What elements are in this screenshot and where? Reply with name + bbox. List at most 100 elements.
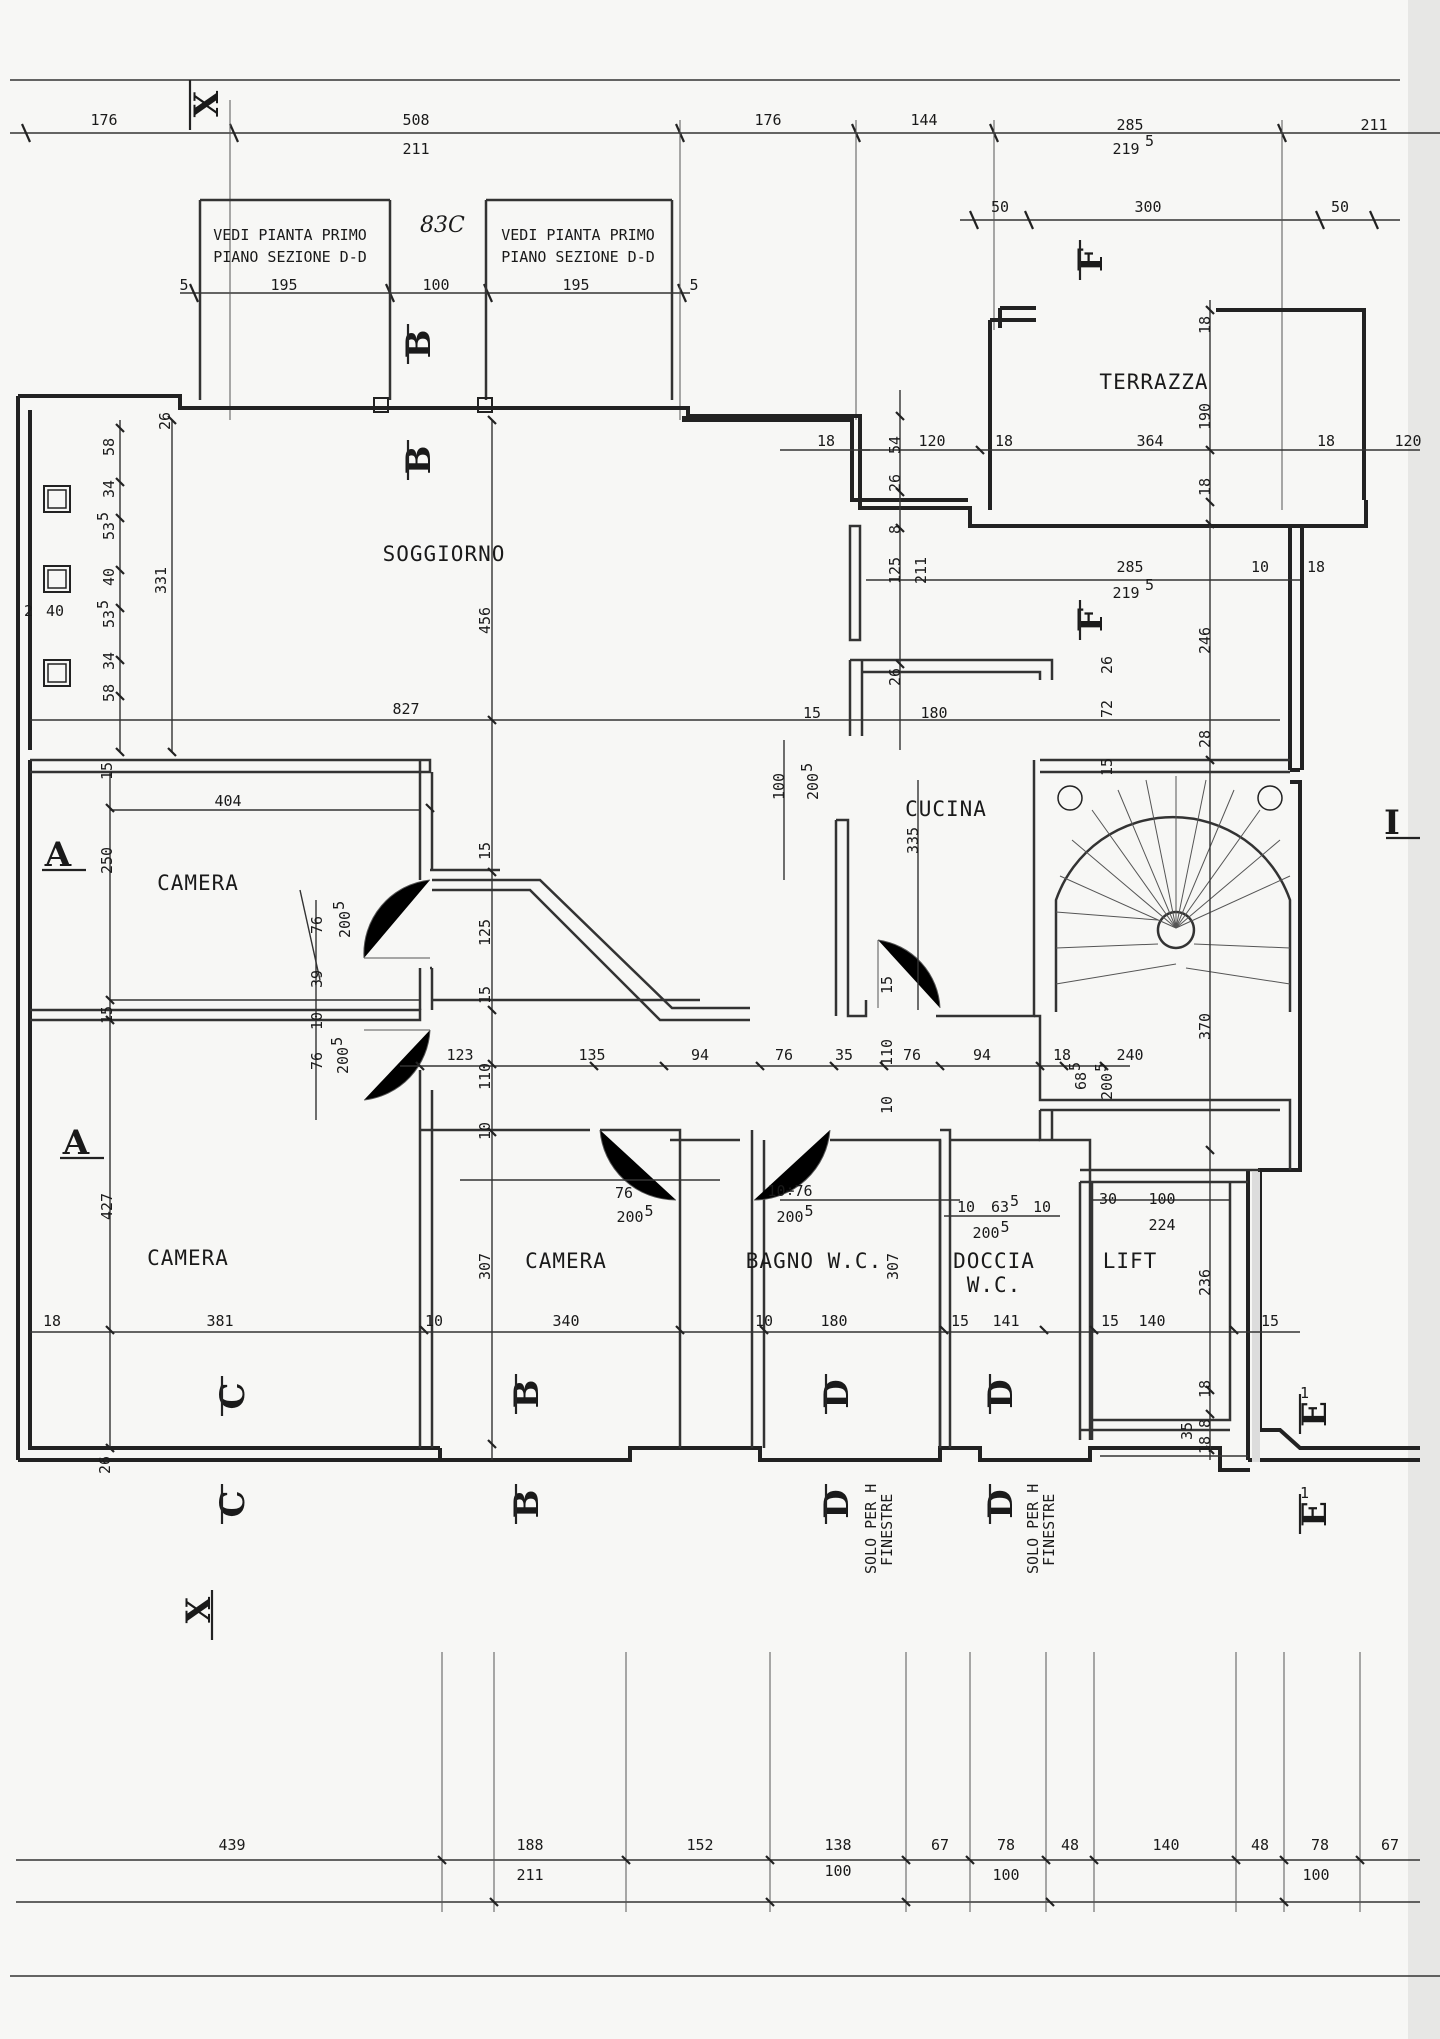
dim: 100 [1148, 1190, 1175, 1208]
dim: 144 [910, 111, 937, 129]
dim: 30 [1099, 1190, 1117, 1208]
dim: 40 [46, 602, 64, 620]
dim: 141 [992, 1312, 1019, 1330]
section-b-1: B [399, 330, 439, 359]
scan-edge [1408, 0, 1440, 2039]
dim: 285 [1116, 558, 1143, 576]
dim: 15 [878, 976, 896, 994]
section-c-1: C [213, 1382, 253, 1409]
dim-sup: 5 [330, 901, 348, 910]
dim: 335 [904, 827, 922, 854]
dim: 2 [24, 602, 33, 620]
dim: 5 [179, 276, 188, 294]
dim: 100 [770, 773, 788, 800]
room-label-cucina: CUCINA [905, 797, 987, 821]
note-sezione-1: PIANO SEZIONE D-D [213, 248, 367, 266]
dim: 15 [98, 762, 116, 780]
section-f-2: F [1071, 608, 1111, 632]
dim: 439 [218, 1836, 245, 1854]
dim: 72 [1098, 700, 1116, 718]
dim: 10 [1033, 1198, 1051, 1216]
dim: 10 [476, 1122, 494, 1140]
dim: 18 [1307, 558, 1325, 576]
dim-sup: 5 [805, 1202, 814, 1220]
dim: 67 [1381, 1836, 1399, 1854]
section-x-top: X [187, 90, 227, 117]
dim: 404 [214, 792, 241, 810]
top-dimension-lines [10, 79, 1440, 510]
dim: 200 [804, 773, 822, 800]
dim: 67 [931, 1836, 949, 1854]
room-label-camera-west: CAMERA [157, 871, 239, 895]
dim: 381 [206, 1312, 233, 1330]
section-markers: X X B B B B A A C C D D D D F F E 1 E 1 [42, 80, 1420, 1640]
dim: 94 [691, 1046, 709, 1064]
note-solo-per-h-2: SOLO PER H [1024, 1484, 1042, 1574]
dim: 456 [476, 607, 494, 634]
dim: 18 [817, 432, 835, 450]
dim: 188 [516, 1836, 543, 1854]
dim: 63 [991, 1198, 1009, 1216]
section-c-2: C [213, 1490, 253, 1517]
room-label-lift: LIFT [1103, 1249, 1158, 1273]
upper-balconies [198, 198, 674, 413]
section-e-1: E [1295, 1401, 1335, 1427]
dim: 125 [886, 557, 904, 584]
dim: 140 [1138, 1312, 1165, 1330]
dim: 78 [1311, 1836, 1329, 1854]
dim: 508 [402, 111, 429, 129]
dim: 236 [1196, 1269, 1214, 1296]
dim: 18 [1196, 478, 1214, 496]
dim-sup: 5 [94, 600, 112, 609]
dim: 10 [755, 1312, 773, 1330]
dim: 26 [1098, 656, 1116, 674]
note-finestre-2: FINESTRE [1040, 1494, 1058, 1566]
dim: 5 [689, 276, 698, 294]
dim: 48 [1061, 1836, 1079, 1854]
interior-walls [30, 524, 1292, 1448]
dim: 15 [803, 704, 821, 722]
section-b-2: B [399, 446, 439, 475]
note-vedi-pianta-1: VEDI PIANTA PRIMO [213, 226, 367, 244]
dim: 827 [392, 700, 419, 718]
dim-sup: 5 [328, 1037, 346, 1046]
dim: 18 [995, 432, 1013, 450]
section-f-1: F [1071, 248, 1111, 272]
dim: 34 [100, 652, 118, 670]
dim: 110 [878, 1039, 896, 1066]
dim: 200 [776, 1208, 803, 1226]
dim: 120 [1394, 432, 1421, 450]
dim: 219 [1112, 140, 1139, 158]
section-e-2-sup: 1 [1300, 1484, 1309, 1502]
dim: 331 [152, 567, 170, 594]
footer-dimension-lines [10, 1652, 1440, 1977]
dim: 18 [1196, 316, 1214, 334]
dim: 76 [775, 1046, 793, 1064]
interior-dimension-texts: 26 58 34 53 40 53 34 58 2 40 331 456 827… [24, 316, 1422, 1474]
dim: 364 [1136, 432, 1163, 450]
section-d-1: D [817, 1379, 857, 1408]
dim: 190 [1196, 403, 1214, 430]
dim: 76 [308, 1052, 326, 1070]
dim: 76 [308, 916, 326, 934]
dim: 200 [972, 1224, 999, 1242]
dim: 152 [686, 1836, 713, 1854]
dim: 15 [476, 842, 494, 860]
room-label-terrazza: TERRAZZA [1099, 370, 1208, 394]
dim: 58 [100, 684, 118, 702]
room-label-camera-south: CAMERA [525, 1249, 607, 1273]
dim: 10 [1251, 558, 1269, 576]
dim: 35 [1178, 1422, 1196, 1440]
dim: 123 [446, 1046, 473, 1064]
dim: 15 [98, 1006, 116, 1024]
section-e-1-sup: 1 [1300, 1384, 1309, 1402]
dimension-ticks [105, 305, 1239, 1455]
dim: 300 [1134, 198, 1161, 216]
dim: 307 [884, 1253, 902, 1280]
dim-sup: 5 [798, 763, 816, 772]
dim: 240 [1116, 1046, 1143, 1064]
interior-dimension-lines [30, 300, 1420, 1460]
dim: 10 [425, 1312, 443, 1330]
chimney-blocks [43, 485, 71, 687]
dim: 18 [1196, 1436, 1214, 1454]
